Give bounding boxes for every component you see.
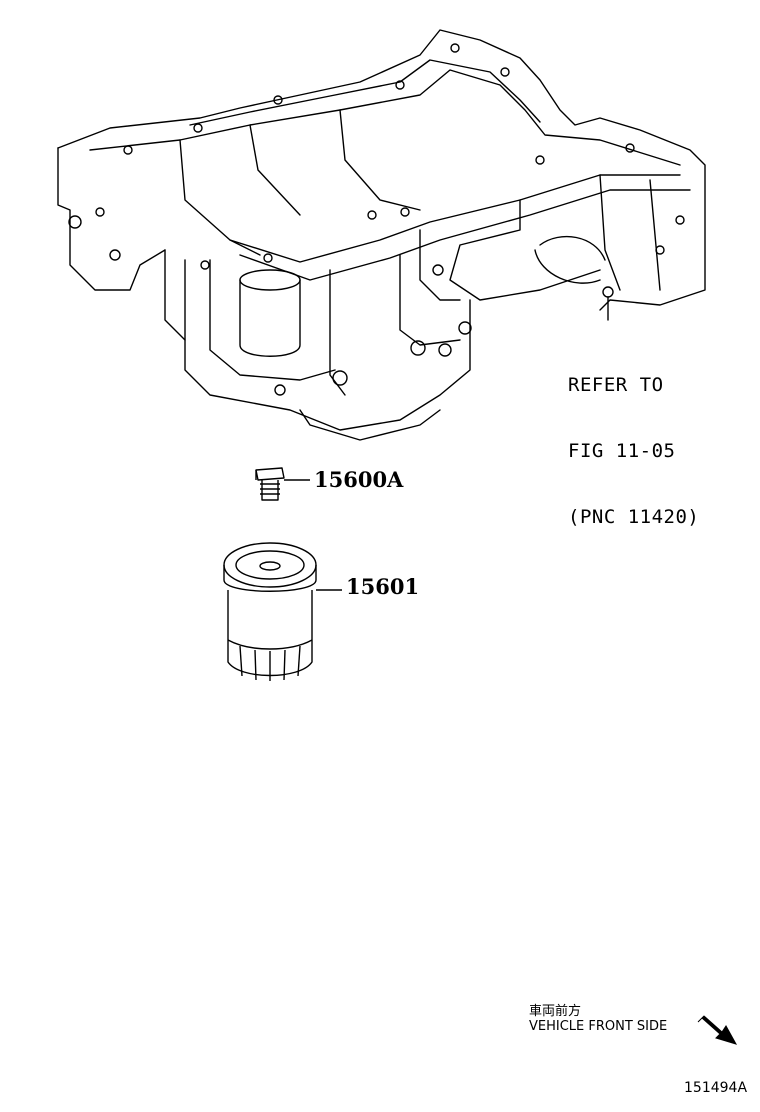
part-label-drain-plug[interactable]: 15600A (314, 467, 404, 492)
arrow-down-right-icon (697, 1015, 738, 1045)
figure-id: 151494A (684, 1080, 748, 1096)
vehicle-front-english: VEHICLE FRONT SIDE (529, 1019, 668, 1034)
refer-to-line-2: FIG 11-05 (568, 440, 676, 462)
part-label-oil-filter[interactable]: 15601 (346, 574, 420, 599)
oil-filter-icon (223, 542, 342, 681)
refer-to-line-3: (PNC 11420) (568, 506, 700, 528)
vehicle-front-japanese: 車両前方 (529, 1004, 582, 1019)
oil-drain-plug-icon (255, 467, 310, 501)
refer-to-line-1: REFER TO (568, 374, 664, 396)
oil-pan-assembly-icon (57, 29, 706, 441)
refer-to-callout: REFER TO FIG 11-05 (PNC 11420) (568, 330, 699, 550)
